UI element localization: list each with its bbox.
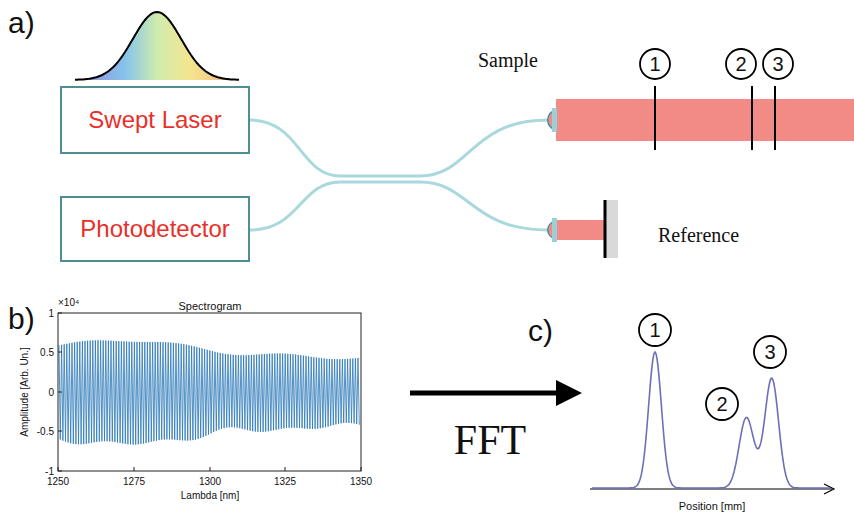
- device-box: Swept Laser: [60, 86, 250, 154]
- collimator: [552, 108, 557, 132]
- sample-interface: [655, 86, 775, 150]
- plot-frame: [58, 313, 361, 471]
- callout-number: 1: [649, 319, 660, 341]
- reference-mirror: [604, 200, 607, 258]
- callout-circle: [640, 49, 793, 79]
- optical-fiber: [250, 120, 548, 230]
- callout-number: 3: [764, 341, 775, 363]
- tick-label: 1325: [274, 476, 296, 487]
- callout-number: 1: [649, 53, 660, 75]
- device-name: Swept Laser: [88, 106, 221, 134]
- interferogram-trace: [59, 340, 359, 444]
- callout-circle: [639, 314, 786, 420]
- transform-arrow: [410, 391, 562, 396]
- tick-label: 1: [48, 308, 54, 319]
- device-box: Photodetector: [60, 196, 250, 262]
- tick-label: 1275: [123, 476, 145, 487]
- axis-title: Lambda [nm]: [181, 490, 239, 501]
- callout-number: 2: [735, 53, 746, 75]
- reference-beam: [556, 220, 606, 240]
- axis-multiplier: ×10⁴: [58, 297, 79, 308]
- tick-label: 1350: [350, 476, 372, 487]
- axis-arrow: [824, 484, 834, 494]
- arm-label: Sample: [478, 49, 538, 71]
- tick-label: -1: [45, 466, 54, 477]
- tick-marks: [58, 313, 361, 471]
- arm-label: Reference: [658, 224, 739, 246]
- panel-letter: b): [8, 302, 35, 335]
- spectrum-fill: [75, 12, 240, 80]
- depth-profile: [592, 352, 830, 488]
- axis-title: Amplitude [Arb. Un.]: [19, 347, 30, 436]
- mirror-mount: [606, 200, 618, 258]
- tick-label: -0.5: [37, 426, 54, 437]
- interferogram: [59, 340, 359, 444]
- transform-label: FFT: [454, 417, 526, 463]
- axis-title: Position [mm]: [679, 500, 746, 512]
- spectrum-curve: [75, 12, 239, 80]
- sample-beam: [556, 99, 854, 141]
- panel-letter: a): [8, 6, 35, 39]
- arrow-head: [556, 380, 582, 406]
- device-name: Photodetector: [80, 215, 229, 243]
- collimator: [552, 218, 557, 242]
- tick-label: 1300: [199, 476, 221, 487]
- plot-title: Spectrogram: [179, 300, 242, 312]
- callout-number: 3: [772, 53, 783, 75]
- callout-number: 2: [716, 393, 727, 415]
- tick-label: 0.5: [40, 347, 54, 358]
- tick-label: 1250: [47, 476, 69, 487]
- tick-label: 0: [48, 387, 54, 398]
- panel-letter: c): [528, 314, 553, 347]
